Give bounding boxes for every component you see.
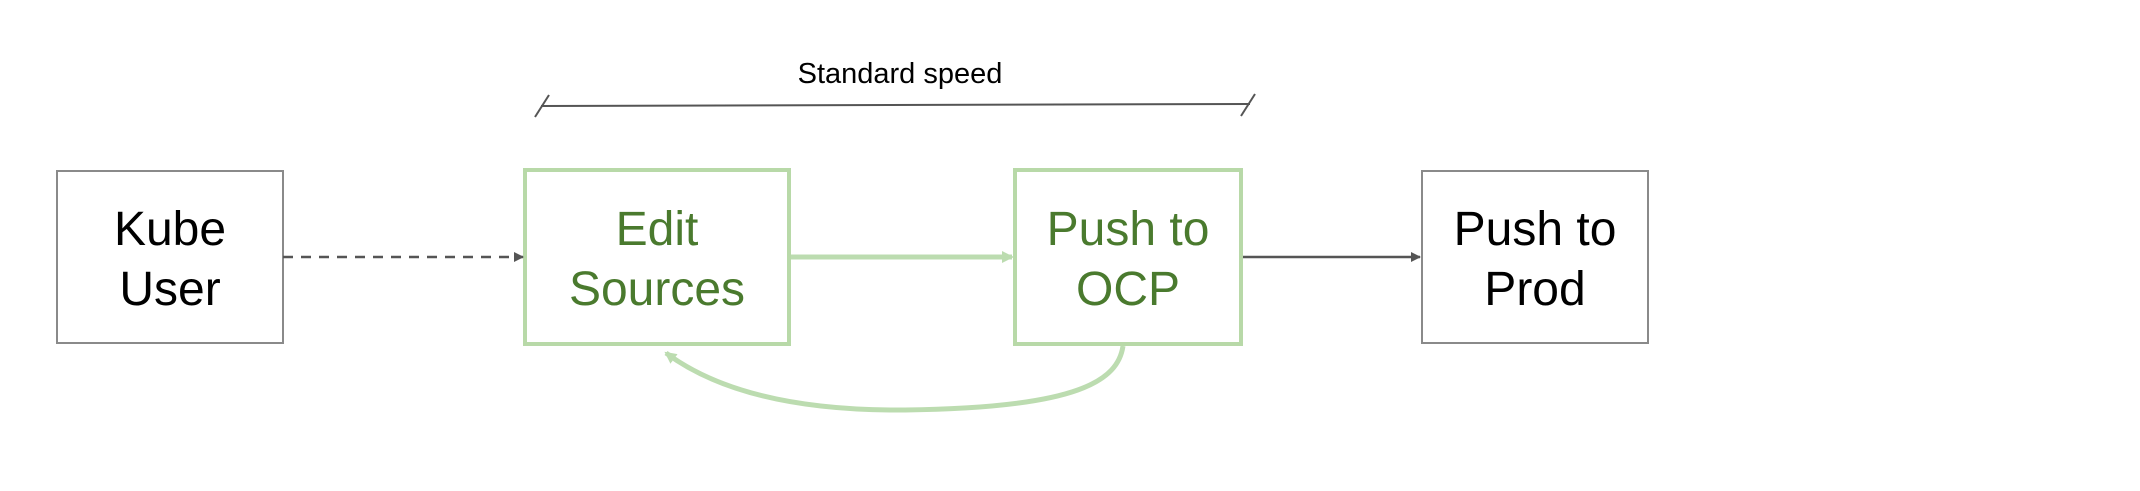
push-to-ocp-label-line1: Push to xyxy=(1047,203,1210,256)
push-to-ocp-label-line2: OCP xyxy=(1076,263,1180,316)
edit-sources-label-line1: Edit xyxy=(616,203,699,256)
node-push-to-prod[interactable]: Push to Prod xyxy=(1421,170,1649,344)
bracket-right-tick xyxy=(1240,93,1256,117)
standard-speed-bracket: Standard speed xyxy=(534,58,1256,118)
node-edit-sources[interactable]: Edit Sources xyxy=(523,168,791,346)
edit-sources-label-line2: Sources xyxy=(569,263,745,316)
push-to-prod-label-line1: Push to xyxy=(1454,203,1617,256)
kube-user-box xyxy=(56,170,284,344)
loop-arrow-push-to-ocp-to-edit-sources xyxy=(664,345,1126,413)
kube-user-label-line1: Kube xyxy=(114,203,226,256)
bracket-left-tick xyxy=(534,94,550,118)
node-push-to-ocp[interactable]: Push to OCP xyxy=(1013,168,1243,346)
bracket-line xyxy=(540,103,1251,107)
bracket-label: Standard speed xyxy=(798,58,1003,90)
push-to-ocp-box xyxy=(1013,168,1243,346)
push-to-prod-label-line2: Prod xyxy=(1484,263,1585,316)
node-kube-user[interactable]: Kube User xyxy=(56,170,284,344)
kube-user-label-line2: User xyxy=(119,263,220,316)
push-to-prod-box xyxy=(1421,170,1649,344)
edit-sources-box xyxy=(523,168,791,346)
